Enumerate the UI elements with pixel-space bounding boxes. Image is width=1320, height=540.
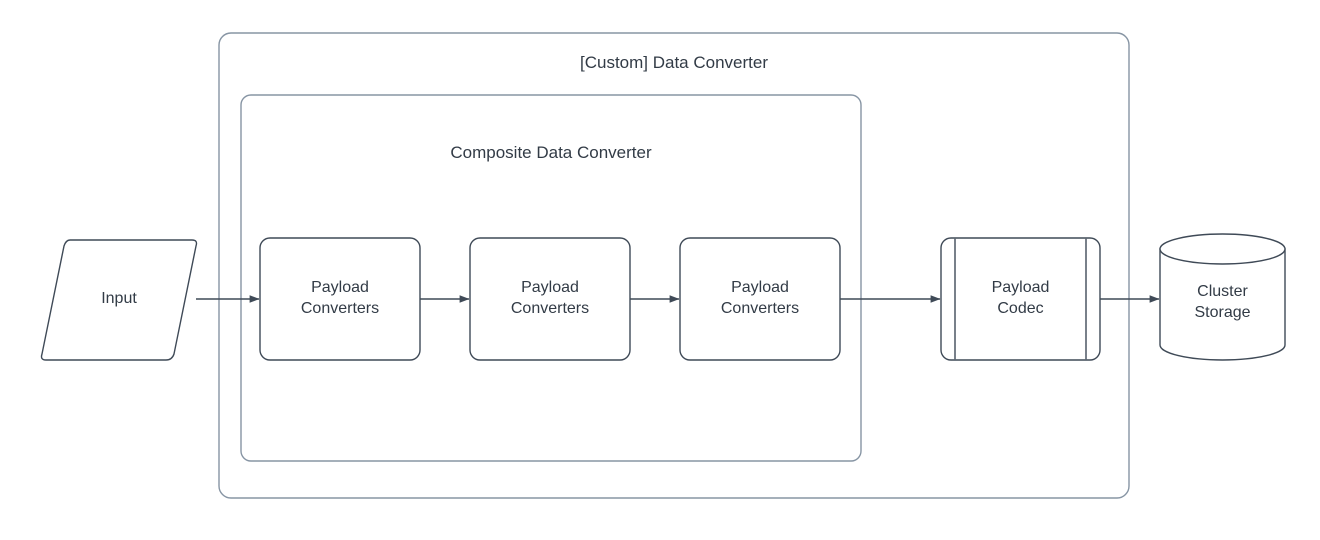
payload-converters-node-3-shape[interactable]: [679, 237, 841, 361]
cluster-storage-node-shape[interactable]: [1159, 233, 1286, 361]
payload-converters-node-2-shape[interactable]: [469, 237, 631, 361]
payload-converters-node-1-shape[interactable]: [259, 237, 421, 361]
payload-codec-node-shape[interactable]: [940, 237, 1101, 361]
input-node-shape[interactable]: [40, 239, 198, 361]
